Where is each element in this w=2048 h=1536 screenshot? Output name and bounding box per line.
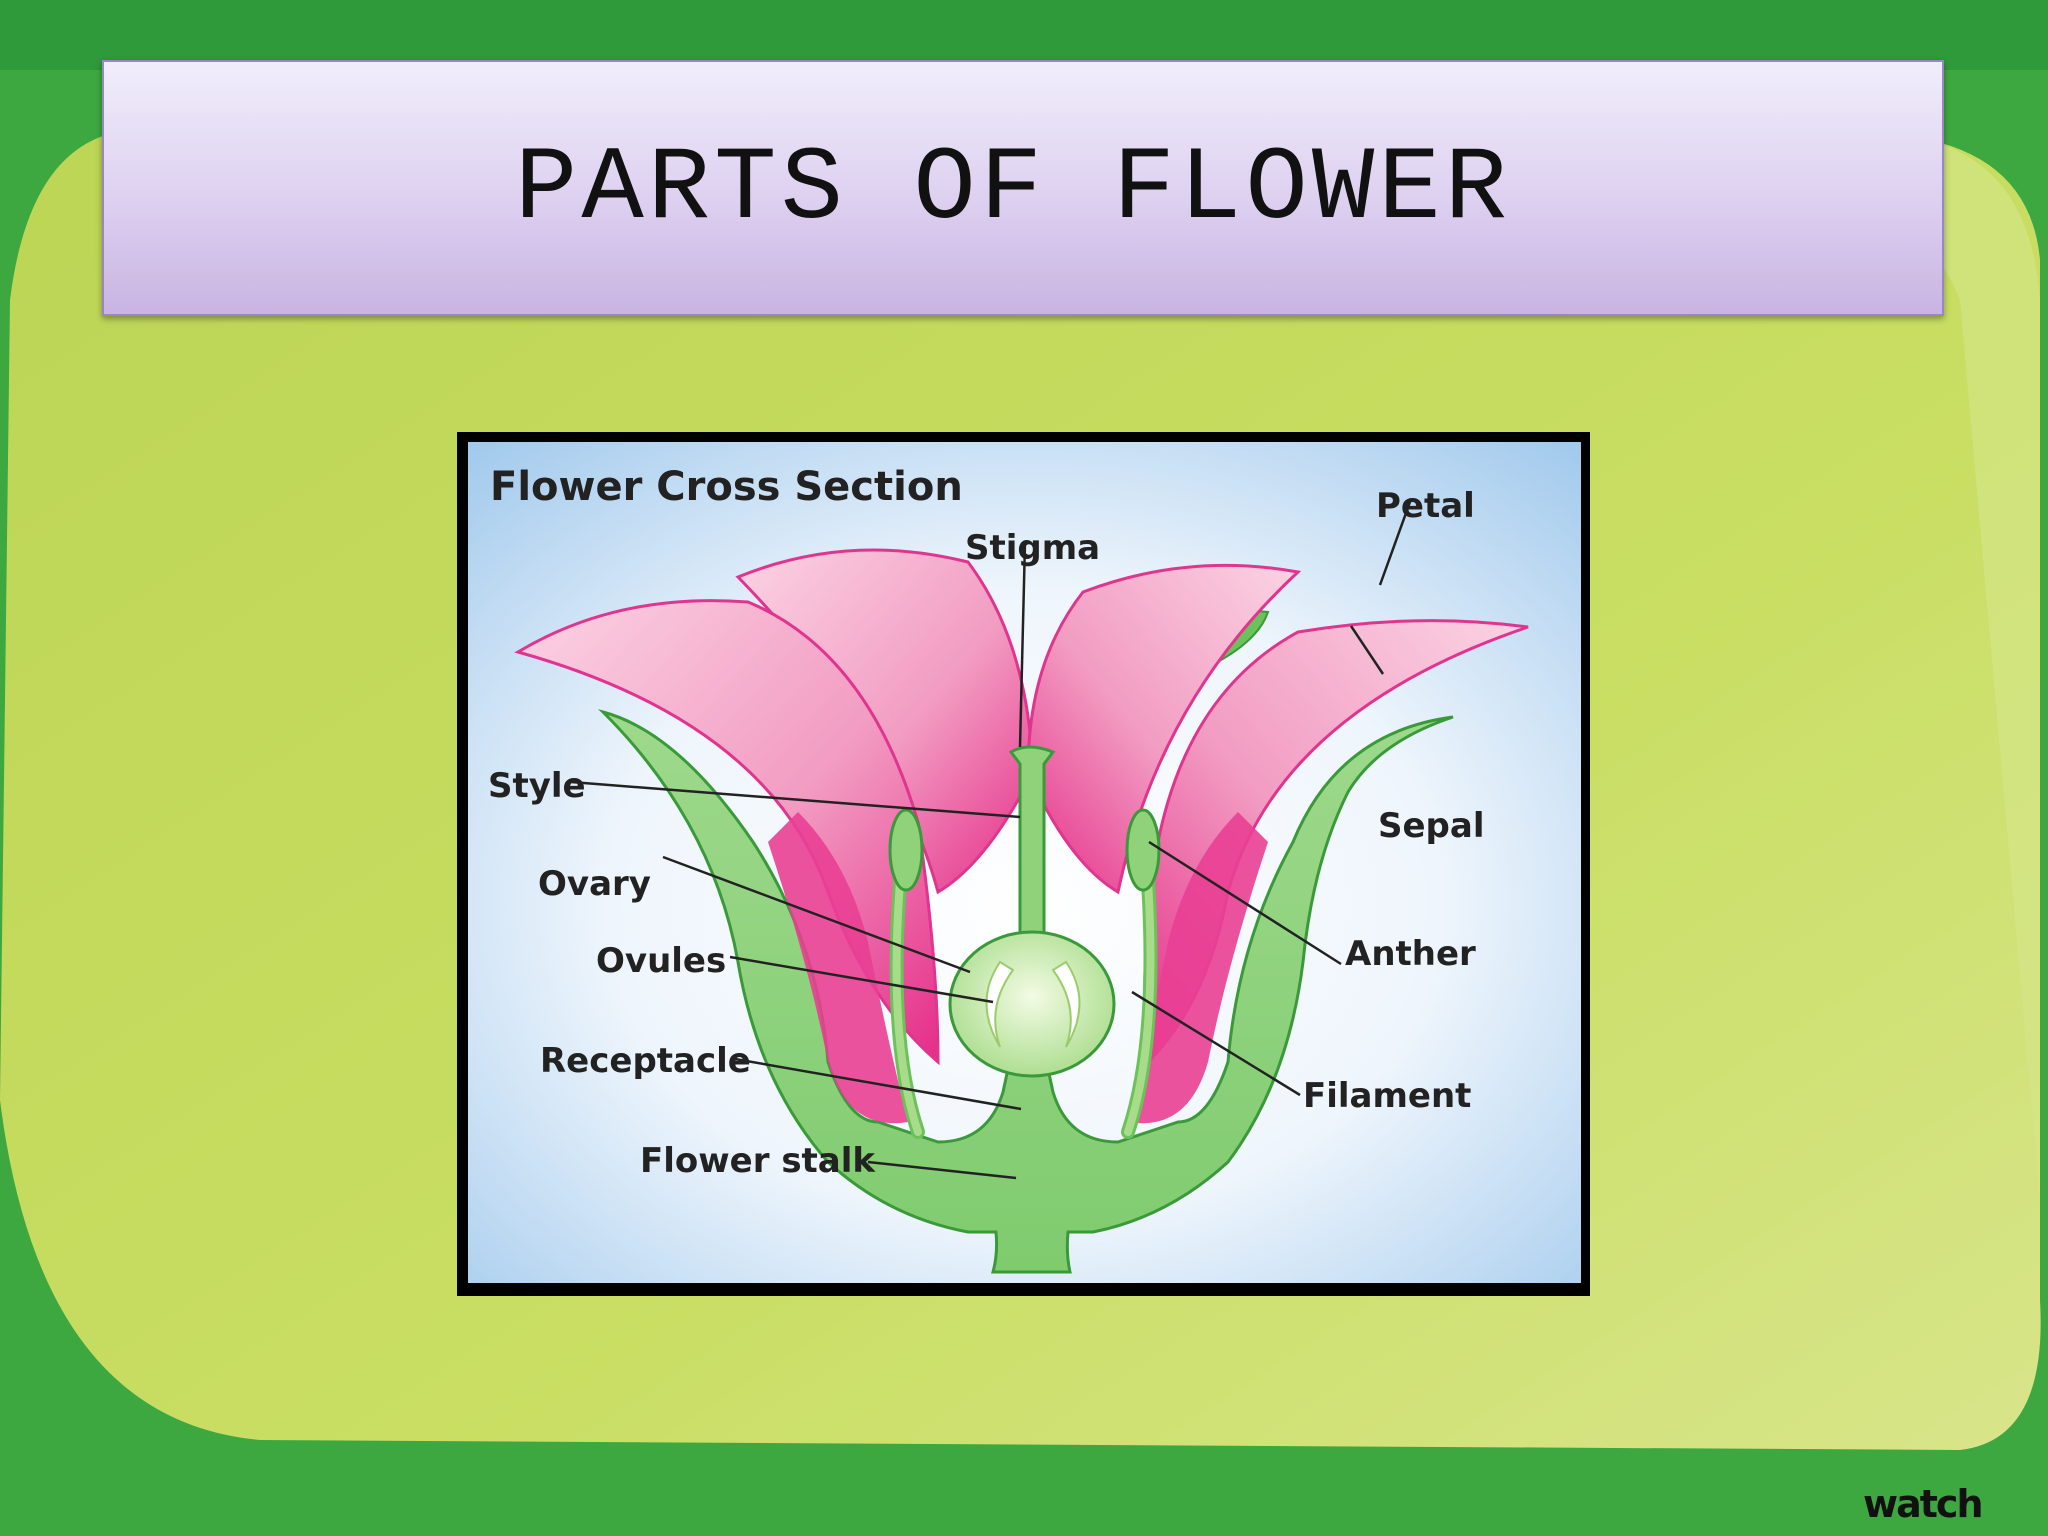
flower-cross-section: Flower Cross Section Petal Stigma Style … xyxy=(468,442,1581,1283)
petal-left xyxy=(514,599,940,1066)
watermark-logo: watch xyxy=(1863,1482,2048,1522)
ovary xyxy=(948,930,1116,1078)
watermark-text: watch xyxy=(1863,1482,1984,1522)
label-ovary: Ovary xyxy=(538,864,651,904)
label-ovules: Ovules xyxy=(596,941,726,981)
label-anther: Anther xyxy=(1345,934,1476,974)
anther-left xyxy=(888,808,924,892)
label-filament: Filament xyxy=(1303,1076,1471,1116)
flower-diagram: Flower Cross Section Petal Stigma Style … xyxy=(457,432,1590,1296)
title-banner: PARTS OF FLOWER xyxy=(102,60,1944,316)
anther-right xyxy=(1125,808,1161,892)
label-style: Style xyxy=(488,766,586,806)
ovules-right xyxy=(1051,960,1081,1048)
diagram-heading: Flower Cross Section xyxy=(490,464,963,510)
label-petal: Petal xyxy=(1376,486,1475,526)
label-flower-stalk: Flower stalk xyxy=(640,1141,876,1181)
label-sepal: Sepal xyxy=(1378,806,1484,846)
leader-lines xyxy=(570,501,1412,1180)
slide-title: PARTS OF FLOWER xyxy=(514,131,1512,249)
label-stigma: Stigma xyxy=(965,528,1100,568)
label-receptacle: Receptacle xyxy=(540,1041,751,1081)
ovules-left xyxy=(985,960,1015,1048)
